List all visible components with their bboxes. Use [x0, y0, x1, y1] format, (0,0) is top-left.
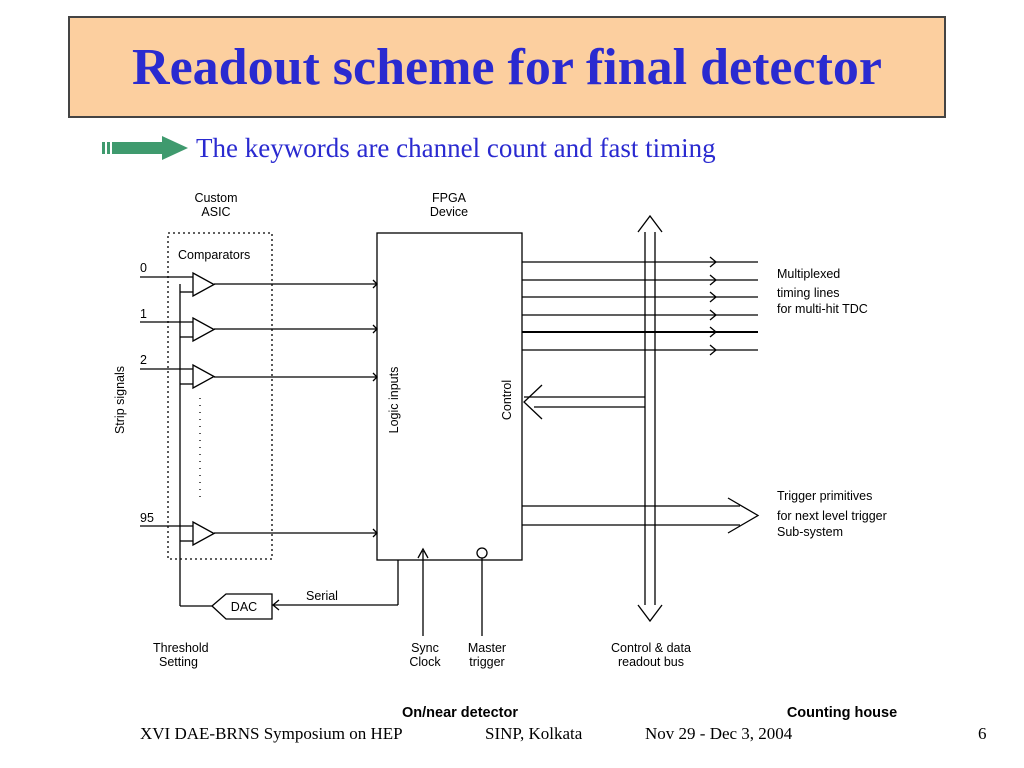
footer-page-number: 6	[978, 724, 987, 743]
subtitle-row: The keywords are channel count and fast …	[100, 128, 716, 168]
footer-venue: SINP, Kolkata	[485, 724, 583, 743]
multiplexed-label-3: for multi-hit TDC	[777, 302, 868, 316]
channel-label-0: 0	[140, 261, 147, 275]
title-box: Readout scheme for final detector	[68, 16, 946, 118]
counting-house-label: Counting house	[787, 705, 897, 721]
bus-label-1: Control & data	[611, 641, 691, 655]
sync-label-2: Clock	[409, 655, 441, 669]
asic-label-1: Custom	[194, 191, 237, 205]
sync-label-1: Sync	[411, 641, 439, 655]
master-label-2: trigger	[469, 655, 504, 669]
multiplexed-label-2: timing lines	[777, 286, 840, 300]
channel-label-95: 95	[140, 511, 154, 525]
master-label-1: Master	[468, 641, 506, 655]
slide-title: Readout scheme for final detector	[132, 38, 882, 96]
footer-symposium: XVI DAE-BRNS Symposium on HEP	[140, 724, 403, 743]
channel-label-1: 1	[140, 307, 147, 321]
dac-block	[211, 593, 273, 620]
channel-1-line	[140, 316, 378, 343]
bus-arrow-top	[637, 214, 663, 233]
on-near-detector-label: On/near detector	[402, 705, 518, 721]
multiplexed-label-1: Multiplexed	[777, 267, 840, 281]
fpga-label-1: FPGA	[432, 191, 467, 205]
channel-2-line	[140, 363, 378, 390]
trigger-label-1: Trigger primitives	[777, 489, 872, 503]
fpga-label-2: Device	[430, 205, 468, 219]
trigger-label-2: for next level trigger	[777, 509, 887, 523]
dac-label: DAC	[231, 600, 257, 614]
bus-label-2: readout bus	[618, 655, 684, 669]
footer-dates: Nov 29 - Dec 3, 2004	[645, 724, 793, 743]
serial-label: Serial	[306, 589, 338, 603]
channel-label-2: 2	[140, 353, 147, 367]
logic-inputs-label: Logic inputs	[387, 367, 401, 434]
asic-box	[167, 232, 273, 560]
channel-0-line	[140, 271, 378, 298]
fpga-box	[376, 232, 523, 561]
arrow-bullet-icon	[102, 136, 188, 160]
threshold-label-2: Setting	[159, 655, 198, 669]
bus-arrow-bottom	[637, 604, 663, 623]
trigger-label-3: Sub-system	[777, 525, 843, 539]
control-label: Control	[500, 380, 514, 420]
asic-label-2: ASIC	[201, 205, 230, 219]
master-trigger-node	[476, 547, 488, 559]
threshold-label-1: Threshold	[153, 641, 209, 655]
slide-subtitle: The keywords are channel count and fast …	[196, 132, 716, 163]
channel-95-line	[140, 520, 378, 547]
strip-signals-label: Strip signals	[113, 366, 127, 434]
comparators-label: Comparators	[178, 248, 250, 262]
